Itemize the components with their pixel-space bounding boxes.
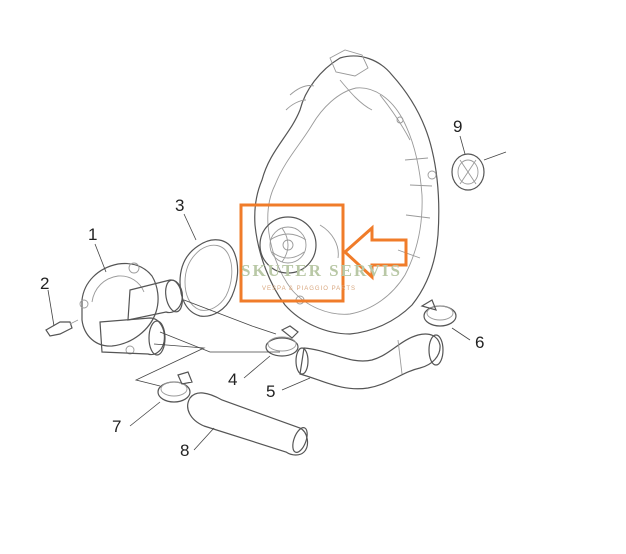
part-4-hose-clamp xyxy=(265,325,299,357)
callout-7: 7 xyxy=(112,417,121,436)
leader-lines xyxy=(47,135,507,451)
callout-6: 6 xyxy=(475,333,484,352)
callout-labels: 1 2 3 4 5 6 7 8 9 xyxy=(40,117,484,460)
callout-4: 4 xyxy=(228,370,237,389)
watermark-title: SKUTER SERVIS xyxy=(241,261,402,280)
callout-2: 2 xyxy=(40,274,49,293)
part-5-hose xyxy=(295,333,444,390)
callout-5: 5 xyxy=(266,382,275,401)
highlight-arrow xyxy=(342,224,408,281)
callout-1: 1 xyxy=(88,225,97,244)
highlight-annotation xyxy=(239,203,408,303)
part-2-screw xyxy=(45,319,79,337)
callout-3: 3 xyxy=(175,196,184,215)
callout-8: 8 xyxy=(180,441,189,460)
callout-9: 9 xyxy=(453,117,462,136)
watermark-subtitle: VESPA & PIAGGIO PARTS xyxy=(262,286,356,292)
crankcase-cover xyxy=(254,49,440,335)
part-9-seal xyxy=(451,153,485,191)
part-7-hose-clamp xyxy=(157,371,193,403)
highlight-box xyxy=(239,203,345,303)
watermark: SKUTER SERVIS VESPA & PIAGGIO PARTS xyxy=(241,261,402,292)
part-1-pump-cover xyxy=(79,262,183,356)
part-8-hose xyxy=(187,392,309,456)
part-6-hose-clamp xyxy=(420,299,457,327)
part-3-gasket xyxy=(179,239,239,317)
